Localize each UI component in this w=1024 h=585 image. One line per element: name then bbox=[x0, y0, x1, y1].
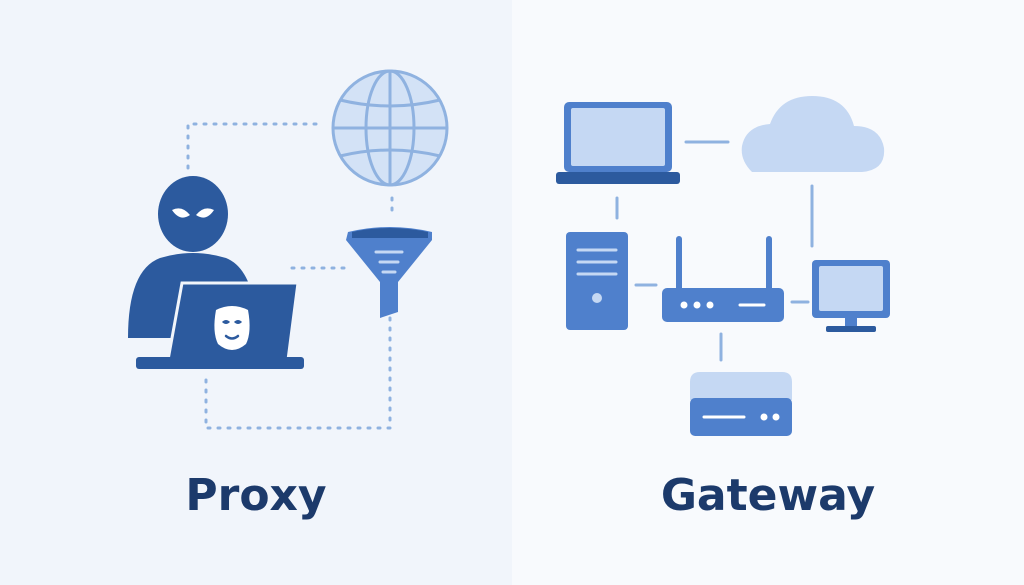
proxy-label: Proxy bbox=[185, 470, 327, 521]
cloud-icon bbox=[741, 96, 885, 172]
server-tower-icon bbox=[566, 232, 628, 330]
gateway-connections bbox=[615, 140, 814, 362]
router-icon bbox=[662, 236, 784, 322]
mask-icon bbox=[214, 306, 250, 350]
proxy-connections bbox=[186, 122, 394, 430]
monitor-icon bbox=[812, 260, 890, 332]
funnel-icon bbox=[346, 227, 432, 318]
laptop-icon bbox=[556, 102, 680, 184]
dotted-line-bottom bbox=[204, 316, 392, 430]
network-storage-icon bbox=[690, 372, 792, 436]
dotted-line-top bbox=[186, 122, 322, 170]
globe-icon bbox=[331, 69, 449, 187]
gateway-label: Gateway bbox=[660, 470, 876, 521]
